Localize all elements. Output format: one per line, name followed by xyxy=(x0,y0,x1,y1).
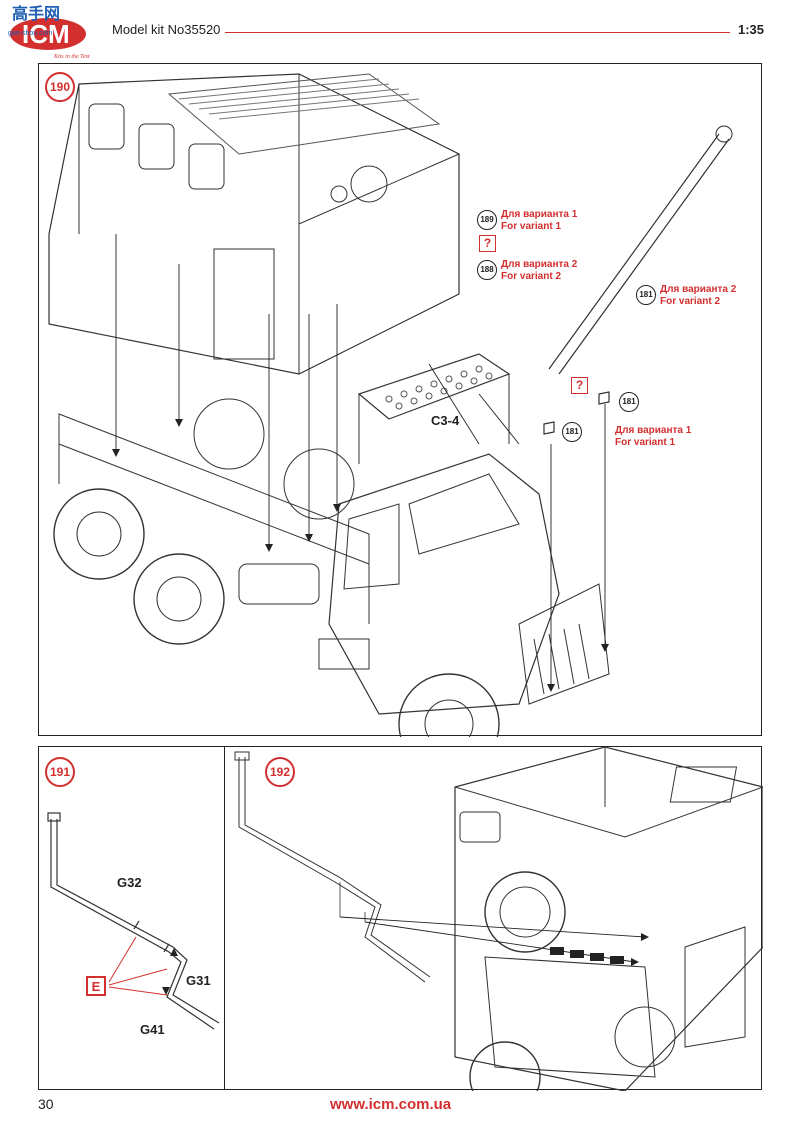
logo-graphic: ICM 高手网 gao-shou.com Kits in the Test xyxy=(8,4,90,60)
variant-line-en: For variant 1 xyxy=(501,221,562,232)
scale-label: 1:35 xyxy=(738,22,765,37)
part-ref-189: 189 xyxy=(477,210,497,230)
step-190-panel: 190 189 Для варианта 1 For variant 1 ? 1… xyxy=(38,63,762,737)
step-number-191: 191 xyxy=(45,757,75,787)
variant-note-189: Для варианта 1 For variant 1 xyxy=(501,209,577,233)
variant-note-181-v1: Для варианта 1 For variant 1 xyxy=(615,425,691,449)
glue-symbol-e: E xyxy=(86,976,106,996)
variant-note-181-v2: Для варианта 2 For variant 2 xyxy=(660,284,736,308)
part-label-g31: G31 xyxy=(186,973,211,988)
part-label-c3-4: C3-4 xyxy=(431,413,460,428)
engine-drawing-192 xyxy=(234,747,763,1091)
logo-site: gao-shou.com xyxy=(8,30,53,37)
website-link[interactable]: www.icm.com.ua xyxy=(330,1096,452,1113)
variant-line-ru: Для варианта 1 xyxy=(501,209,578,220)
variant-line-ru: Для варианта 2 xyxy=(501,259,578,270)
part-ref-181-top: 181 xyxy=(619,392,639,412)
header-divider xyxy=(225,32,730,33)
step-192-panel: 192 xyxy=(224,746,763,1091)
variant-line-ru: Для варианта 2 xyxy=(660,284,737,295)
logo-overlay-text: 高手网 xyxy=(12,4,60,23)
part-ref-181-variant-2: 181 xyxy=(636,285,656,305)
kit-title: Model kit No35520 xyxy=(112,22,221,37)
variant-note-188: Для варианта 2 For variant 2 xyxy=(501,259,577,283)
part-label-g32: G32 xyxy=(117,875,142,890)
logo-tagline: Kits in the Test xyxy=(53,54,90,60)
variant-line-en: For variant 2 xyxy=(660,296,721,307)
page-number: 30 xyxy=(38,1096,54,1112)
truck-drawing-190 xyxy=(48,73,733,737)
part-label-g41: G41 xyxy=(140,1022,165,1037)
question-box-1: ? xyxy=(479,235,496,252)
question-box-2: ? xyxy=(571,377,588,394)
variant-line-ru: Для варианта 1 xyxy=(615,425,692,436)
variant-line-en: For variant 1 xyxy=(615,437,676,448)
step-number-190: 190 xyxy=(45,72,75,102)
logo-text: ICM xyxy=(22,19,70,49)
step-191-panel: 191 G32 G31 G41 E xyxy=(38,746,225,1090)
part-ref-188: 188 xyxy=(477,260,497,280)
pipe-drawing-191 xyxy=(47,812,220,1030)
variant-line-en: For variant 2 xyxy=(501,271,562,282)
part-ref-181-variant-1: 181 xyxy=(562,422,582,442)
step-number-192: 192 xyxy=(265,757,295,787)
icm-logo: ICM 高手网 gao-shou.com Kits in the Test xyxy=(4,4,104,60)
